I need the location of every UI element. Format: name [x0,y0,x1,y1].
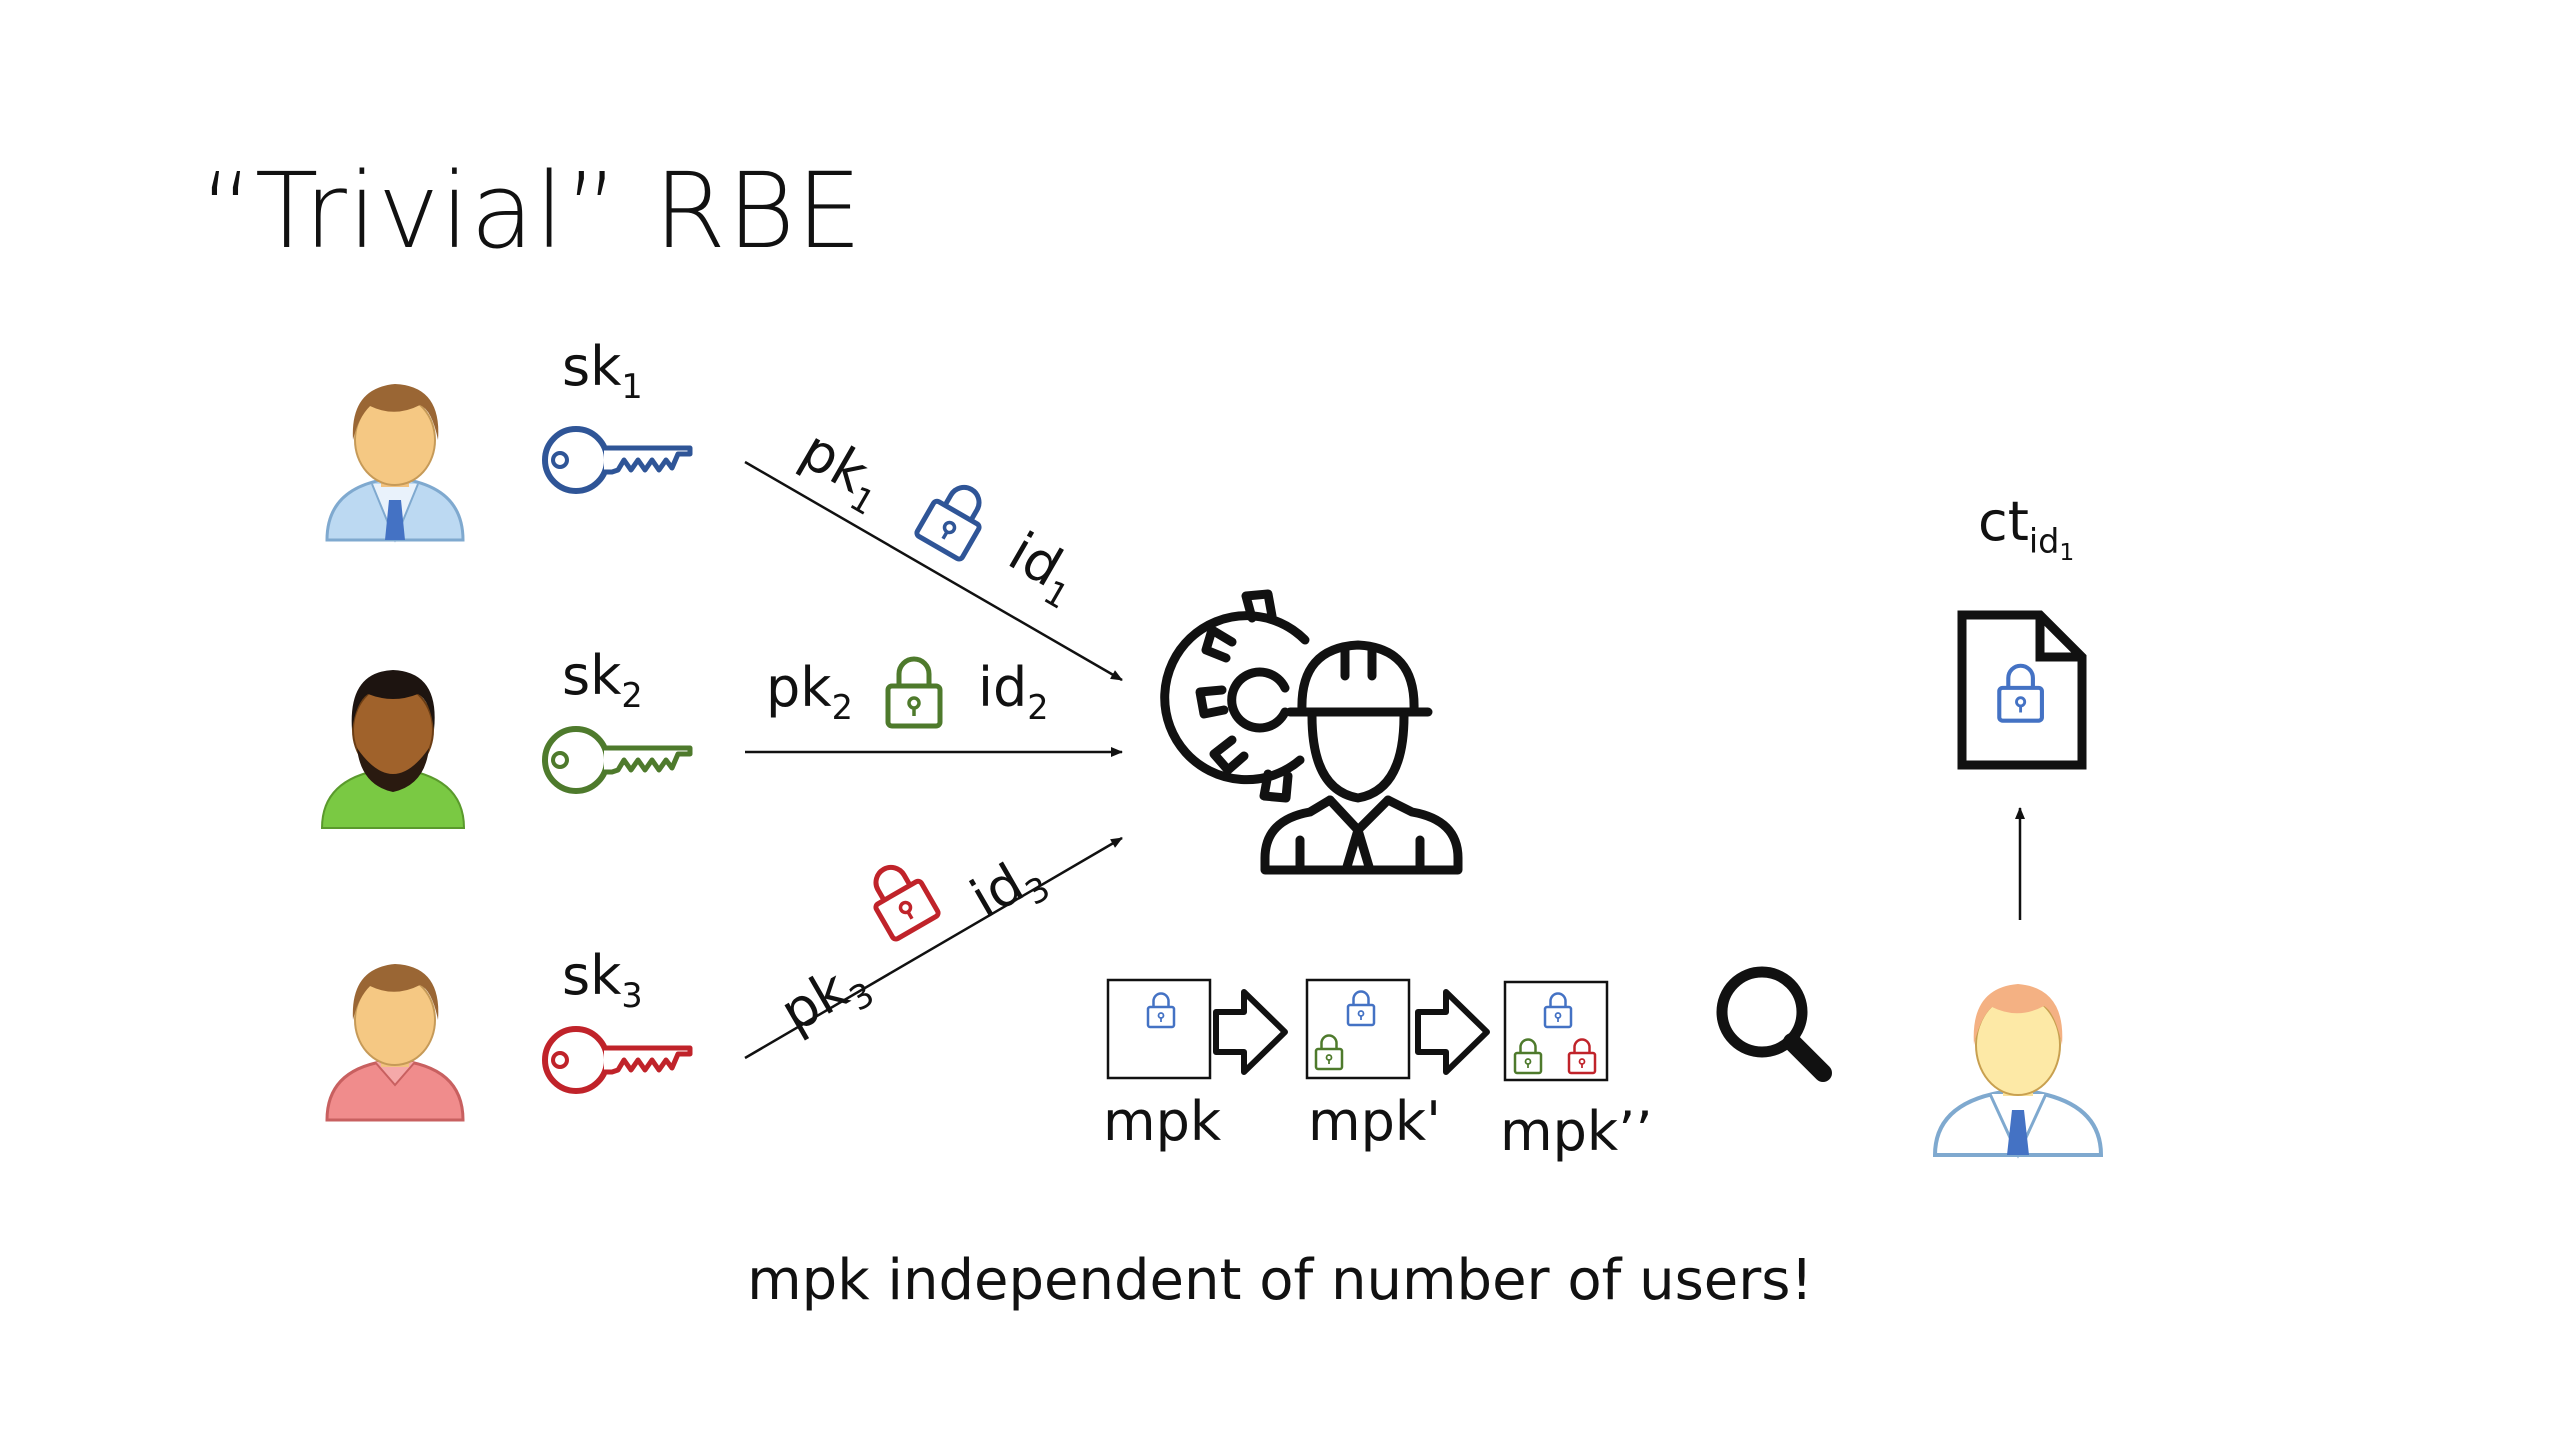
arrow-user-3-to-curator [744,836,1123,1060]
key-3-icon [545,1029,690,1091]
sk-3-label: sk3 [562,944,643,1015]
pk-3-lock-icon [861,856,940,940]
update-arrow-2-icon [1415,989,1490,1075]
user-3-avatar [325,964,465,1122]
ciphertext-label: ctid1 [1978,490,2075,566]
mpk-prime-box [1305,978,1411,1080]
pk-1-lock-icon [915,476,994,560]
arrow-user-1-to-curator [744,460,1123,682]
mpk-double-prime-box [1503,980,1609,1082]
pk-2-label: pk2 [766,656,853,727]
sk-1-label: sk1 [562,335,643,406]
id-2-label: id2 [978,656,1049,727]
pk-2-lock-icon [888,659,940,726]
key-1-icon [545,429,690,491]
key-2-icon [545,729,690,791]
mpk-prime-label: mpk' [1308,1090,1441,1153]
slide-title: “Trivial” RBE [200,150,863,272]
mpk-double-prime-label: mpk’’ [1500,1100,1653,1163]
footer-caption: mpk independent of number of users! [747,1248,1813,1313]
update-arrow-1-icon [1213,989,1288,1075]
sk-2-label: sk2 [562,644,643,715]
key-curator-icon [1160,589,1463,875]
mpk-label: mpk [1103,1090,1222,1153]
ciphertext-document-icon [1957,610,2087,770]
user-1-avatar [325,384,465,543]
user-2-avatar [320,670,466,829]
mpk-box [1106,978,1212,1080]
encryptor-avatar [1932,984,2104,1159]
search-icon [1716,966,1832,1082]
